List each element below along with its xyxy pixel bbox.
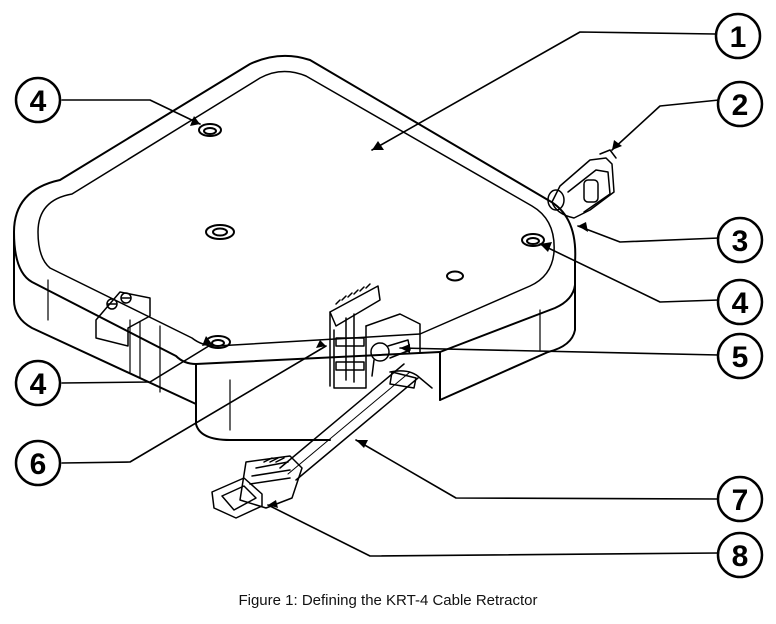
callout-4a-number: 4 xyxy=(30,85,47,118)
callout-1-number: 1 xyxy=(730,21,747,54)
callout-6-number: 6 xyxy=(30,448,47,481)
callout-7-number: 7 xyxy=(732,484,749,517)
hdmi-cable xyxy=(279,363,433,481)
mounting-hole-top xyxy=(198,123,222,137)
callout-4-top-left: 4 xyxy=(14,76,62,124)
mounting-hole-right xyxy=(521,233,545,247)
hdmi-plug xyxy=(211,455,303,519)
side-bracket xyxy=(95,291,151,347)
callout-8: 8 xyxy=(716,531,764,579)
figure-caption: Figure 1: Defining the KRT-4 Cable Retra… xyxy=(238,592,538,609)
callout-5: 5 xyxy=(716,332,764,380)
callout-7: 7 xyxy=(716,475,764,523)
callout-5-number: 5 xyxy=(732,341,749,374)
callout-6: 6 xyxy=(14,439,62,487)
leader-lines xyxy=(61,31,720,557)
callout-4b-number: 4 xyxy=(732,287,749,320)
callout-3-number: 3 xyxy=(732,225,749,258)
callout-4c-number: 4 xyxy=(30,368,47,401)
cable-slot-housing xyxy=(329,283,421,389)
mounting-hole-center xyxy=(205,224,235,240)
callout-4-bottom-left: 4 xyxy=(14,359,62,407)
callout-2: 2 xyxy=(716,80,764,128)
cable-retractor-diagram: 1 2 3 4 4 4 5 6 7 8 xyxy=(13,12,764,579)
callout-1: 1 xyxy=(714,12,762,60)
callout-3: 3 xyxy=(716,216,764,264)
leader-arrowheads xyxy=(190,116,622,508)
callout-8-number: 8 xyxy=(732,540,749,573)
callout-4-right: 4 xyxy=(716,278,764,326)
small-hole-right xyxy=(446,270,464,282)
hdmi-connector-right xyxy=(547,149,617,219)
callout-2-number: 2 xyxy=(732,89,749,122)
retractor-body xyxy=(13,54,577,441)
